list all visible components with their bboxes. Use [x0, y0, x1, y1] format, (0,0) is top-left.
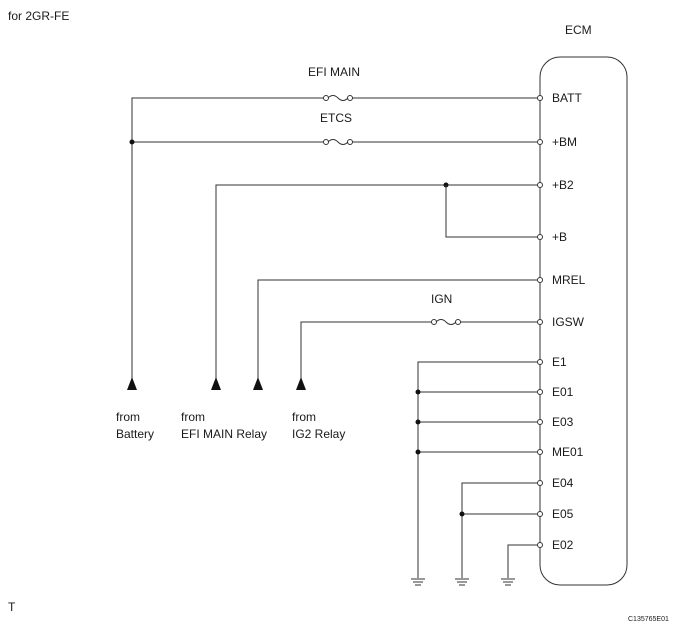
- source-battery-line1: from: [116, 410, 140, 424]
- arrow-up-icon: [211, 377, 221, 390]
- pin-e04-terminal: [537, 480, 543, 486]
- wire-b2: [215, 184, 537, 385]
- mrel-circuit: [253, 279, 537, 390]
- diagram-title: for 2GR-FE: [8, 9, 69, 23]
- junction-dot-bm: [129, 139, 135, 145]
- pin-e02-terminal: [537, 542, 543, 548]
- source-battery: from Battery: [116, 410, 154, 441]
- pin-e04-label: E04: [552, 476, 574, 490]
- wire-b: [445, 185, 537, 238]
- ground-group-1: [411, 361, 537, 586]
- source-ig2-relay-line2: IG2 Relay: [292, 427, 345, 441]
- fuse-ign-icon: [435, 319, 457, 325]
- footer-left-mark: T: [8, 600, 16, 614]
- pin-me01-terminal: [537, 449, 543, 455]
- figure-code: C135765E01: [628, 616, 669, 623]
- pin-e01-terminal: [537, 389, 543, 395]
- pin-bm-terminal: [537, 139, 543, 145]
- fuse-ign-label: IGN: [431, 292, 452, 306]
- wire-batt-left: [131, 97, 326, 385]
- ground-icon: [411, 578, 425, 586]
- pin-b-label: +B: [552, 230, 567, 244]
- fuse-efi-main-icon: [327, 95, 349, 101]
- pin-e03-terminal: [537, 419, 543, 425]
- pin-e05-label: E05: [552, 507, 574, 521]
- pin-bm-label: +BM: [552, 135, 577, 149]
- junction-dot-e03: [415, 419, 421, 425]
- wire-e02: [507, 544, 537, 578]
- pin-e03-label: E03: [552, 415, 574, 429]
- pin-e02-label: E02: [552, 538, 574, 552]
- fuse-efi-main-label: EFI MAIN: [308, 65, 360, 79]
- arrow-up-icon: [296, 377, 306, 390]
- fuse-etcs-icon: [327, 139, 349, 145]
- wire-e04: [461, 482, 537, 578]
- pin-batt-terminal: [537, 95, 543, 101]
- pin-b2-label: +B2: [552, 178, 574, 192]
- pin-igsw-terminal: [537, 319, 543, 325]
- source-ig2-relay-line1: from: [292, 410, 316, 424]
- wire-igsw-left: [300, 321, 434, 385]
- battery-circuit: EFI MAIN ETCS: [127, 65, 537, 390]
- source-efi-main-relay-line1: from: [181, 410, 205, 424]
- junction-dot-me01: [415, 449, 421, 455]
- pin-igsw-label: IGSW: [552, 315, 585, 329]
- arrow-up-icon: [253, 377, 263, 390]
- pin-b-terminal: [537, 234, 543, 240]
- pin-e1-terminal: [537, 359, 543, 365]
- source-efi-main-relay: from EFI MAIN Relay: [181, 410, 267, 441]
- ground-icon: [455, 578, 469, 586]
- ground-group-2: [455, 482, 537, 586]
- arrow-up-icon: [127, 377, 137, 390]
- source-ig2-relay: from IG2 Relay: [292, 410, 345, 441]
- fuse-ign-terminal-b: [455, 319, 461, 325]
- pin-b2-terminal: [537, 182, 543, 188]
- ground-icon: [501, 578, 515, 586]
- pin-mrel-terminal: [537, 277, 543, 283]
- source-battery-line2: Battery: [116, 427, 154, 441]
- source-efi-main-relay-line2: EFI MAIN Relay: [181, 427, 267, 441]
- wire-mrel: [257, 279, 537, 385]
- fuse-etcs-label: ETCS: [320, 111, 352, 125]
- junction-dot-e01: [415, 389, 421, 395]
- ig2-relay-circuit: IGN: [296, 292, 537, 390]
- fuse-ign-terminal-a: [431, 319, 437, 325]
- pin-e1-label: E1: [552, 355, 567, 369]
- pin-e01-label: E01: [552, 385, 574, 399]
- fuse-etcs-terminal-b: [347, 139, 353, 145]
- pin-e05-terminal: [537, 511, 543, 517]
- pin-me01-label: ME01: [552, 445, 584, 459]
- efi-main-relay-circuit: [211, 182, 537, 390]
- pin-mrel-label: MREL: [552, 273, 586, 287]
- pin-batt-label: BATT: [552, 91, 582, 105]
- wire-e1: [417, 361, 537, 578]
- fuse-etcs-terminal-a: [323, 139, 329, 145]
- junction-dot-e05: [459, 511, 465, 517]
- fuse-efi-main-terminal-b: [347, 95, 353, 101]
- ecm-label: ECM: [565, 23, 592, 37]
- fuse-efi-main-terminal-a: [323, 95, 329, 101]
- ecm-pins: BATT +BM +B2 +B MREL IGSW E1 E01 E03 ME0…: [537, 91, 586, 552]
- ground-group-3: [501, 544, 537, 586]
